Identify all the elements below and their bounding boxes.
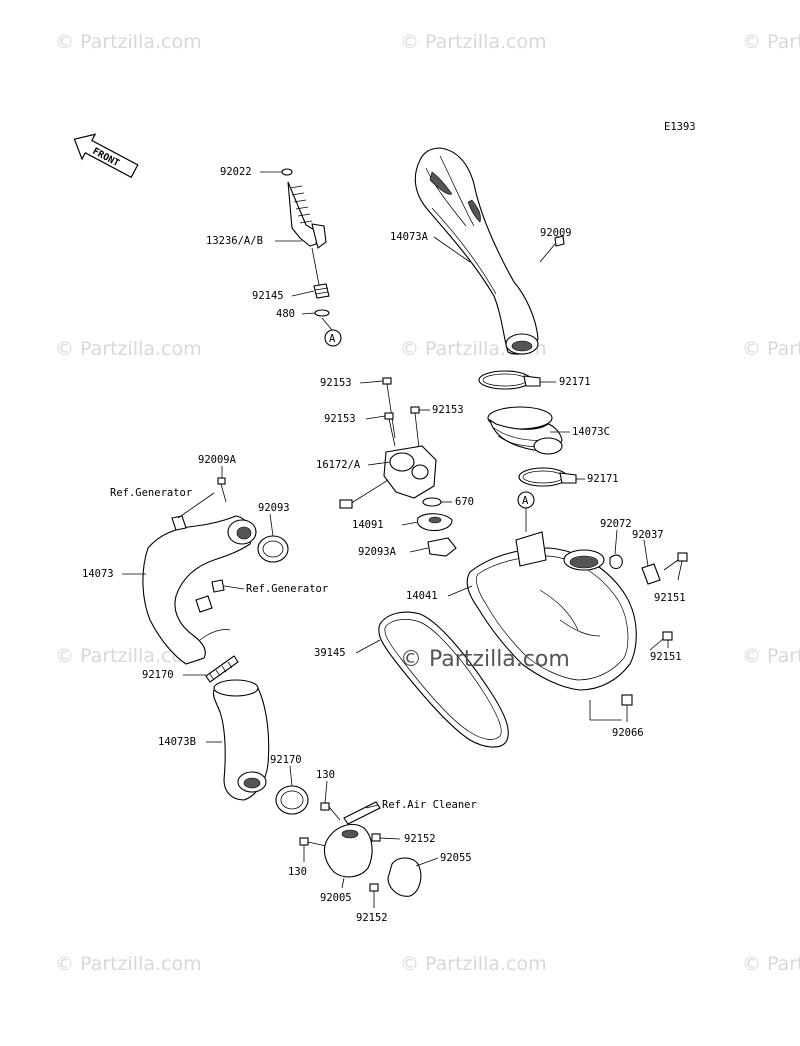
label-92153-a: 92153 xyxy=(320,377,352,389)
watermark: © Partzilla.com xyxy=(55,645,202,667)
label-92151-b: 92151 xyxy=(650,651,682,663)
label-92170-b: 92170 xyxy=(270,754,302,766)
label-92009: 92009 xyxy=(540,227,572,239)
label-92005: 92005 xyxy=(320,892,352,904)
label-92093: 92093 xyxy=(258,502,290,514)
watermark: © Partzilla.com xyxy=(742,645,800,667)
duct-14073 xyxy=(142,515,257,665)
tube-14073B xyxy=(212,679,270,801)
label-92072: 92072 xyxy=(600,518,632,530)
label-ref-generator-2: Ref.Generator xyxy=(246,583,328,595)
label-92151-a: 92151 xyxy=(654,592,686,604)
boot-14073C xyxy=(487,406,563,455)
leader-lines xyxy=(122,171,683,908)
label-92153-c: 92153 xyxy=(432,404,464,416)
plug-92066 xyxy=(621,694,633,706)
label-92152-a: 92152 xyxy=(404,833,436,845)
label-480: 480 xyxy=(276,308,295,320)
watermark: © Partzilla.com xyxy=(742,953,800,975)
duct-hardware xyxy=(211,477,289,593)
diagram-code: E1393 xyxy=(664,121,696,133)
label-92171-b: 92171 xyxy=(587,473,619,485)
clamp-92171-upper xyxy=(478,370,541,390)
callout-a-circle xyxy=(324,329,342,347)
label-ref-generator-1: Ref.Generator xyxy=(110,487,192,499)
label-92093A: 92093A xyxy=(358,546,397,558)
watermark: © Partzilla.com xyxy=(400,953,547,975)
clamp-92170-upper xyxy=(205,655,239,683)
label-130-b: 130 xyxy=(288,866,307,878)
label-92152-b: 92152 xyxy=(356,912,388,924)
bolt-92009A xyxy=(217,477,226,485)
plate-14091 xyxy=(416,513,453,532)
cover-14041 xyxy=(466,531,637,691)
label-92066: 92066 xyxy=(612,727,644,739)
callout-a-text: A xyxy=(329,333,336,345)
watermark: © Partzilla.com xyxy=(400,31,547,53)
label-14091: 14091 xyxy=(352,519,384,531)
spring-92072 xyxy=(609,554,623,570)
actuator-16172 xyxy=(339,445,437,509)
label-14073C: 14073C xyxy=(572,426,610,438)
label-92055: 92055 xyxy=(440,852,472,864)
callout-a-cover: A xyxy=(517,491,535,532)
label-14073B: 14073B xyxy=(158,736,196,748)
nut-92145 xyxy=(313,283,330,299)
nut-92152-upper xyxy=(371,833,381,842)
watermark-layer: © Partzilla.com © Partzilla.com © Partzi… xyxy=(55,31,800,975)
label-92153-b: 92153 xyxy=(324,413,356,425)
label-16172: 16172/A xyxy=(316,459,361,471)
cover-hardware xyxy=(609,552,688,706)
watermark: © Partzilla.com xyxy=(742,31,800,53)
label-39145: 39145 xyxy=(314,647,346,659)
label-92037: 92037 xyxy=(632,529,664,541)
o-ring-480 xyxy=(314,309,330,317)
part-labels: 92022 13236/A/B 92145 480 92009 14073A 9… xyxy=(82,166,686,924)
nut-92152-lower xyxy=(369,883,379,892)
clip-92022 xyxy=(281,168,293,176)
center-watermark: © Partzilla.com xyxy=(400,647,570,672)
label-ref-air-cleaner: Ref.Air Cleaner xyxy=(382,799,477,811)
label-130-a: 130 xyxy=(316,769,335,781)
bolts-92153 xyxy=(382,377,420,449)
label-92009A: 92009A xyxy=(198,454,237,466)
air-hardware xyxy=(299,801,381,892)
bolt-130-lower xyxy=(299,837,309,846)
bolt-92151-upper xyxy=(677,552,688,562)
watermark: © Partzilla.com xyxy=(55,953,202,975)
label-14073A: 14073A xyxy=(390,231,429,243)
bolt-92151-lower xyxy=(662,631,673,641)
label-92171-a: 92171 xyxy=(559,376,591,388)
svg-text:A: A xyxy=(522,495,529,507)
bolt-92009 xyxy=(554,235,565,247)
label-92022: 92022 xyxy=(220,166,252,178)
gasket-92055 xyxy=(387,857,422,897)
clip-92037 xyxy=(641,563,661,585)
label-92145: 92145 xyxy=(252,290,284,302)
label-92170-a: 92170 xyxy=(142,669,174,681)
seal-39145 xyxy=(378,611,509,748)
gasket-92093A xyxy=(427,537,457,557)
o-ring-670 xyxy=(422,497,442,507)
label-13236: 13236/A/B xyxy=(206,235,263,247)
clamp-92170-lower xyxy=(275,785,309,815)
watermark: © Partzilla.com xyxy=(742,338,800,360)
cable-13236 xyxy=(287,181,319,247)
label-670: 670 xyxy=(455,496,474,508)
cover-92005 xyxy=(323,824,373,878)
watermark: © Partzilla.com xyxy=(55,338,202,360)
watermark: © Partzilla.com xyxy=(55,31,202,53)
cable-assembly: A xyxy=(281,168,342,347)
label-14073: 14073 xyxy=(82,568,114,580)
label-14041: 14041 xyxy=(406,590,438,602)
duct-14073A xyxy=(414,147,565,355)
clamp-92171-lower xyxy=(518,467,577,487)
front-arrow-icon: FRONT xyxy=(73,133,139,179)
